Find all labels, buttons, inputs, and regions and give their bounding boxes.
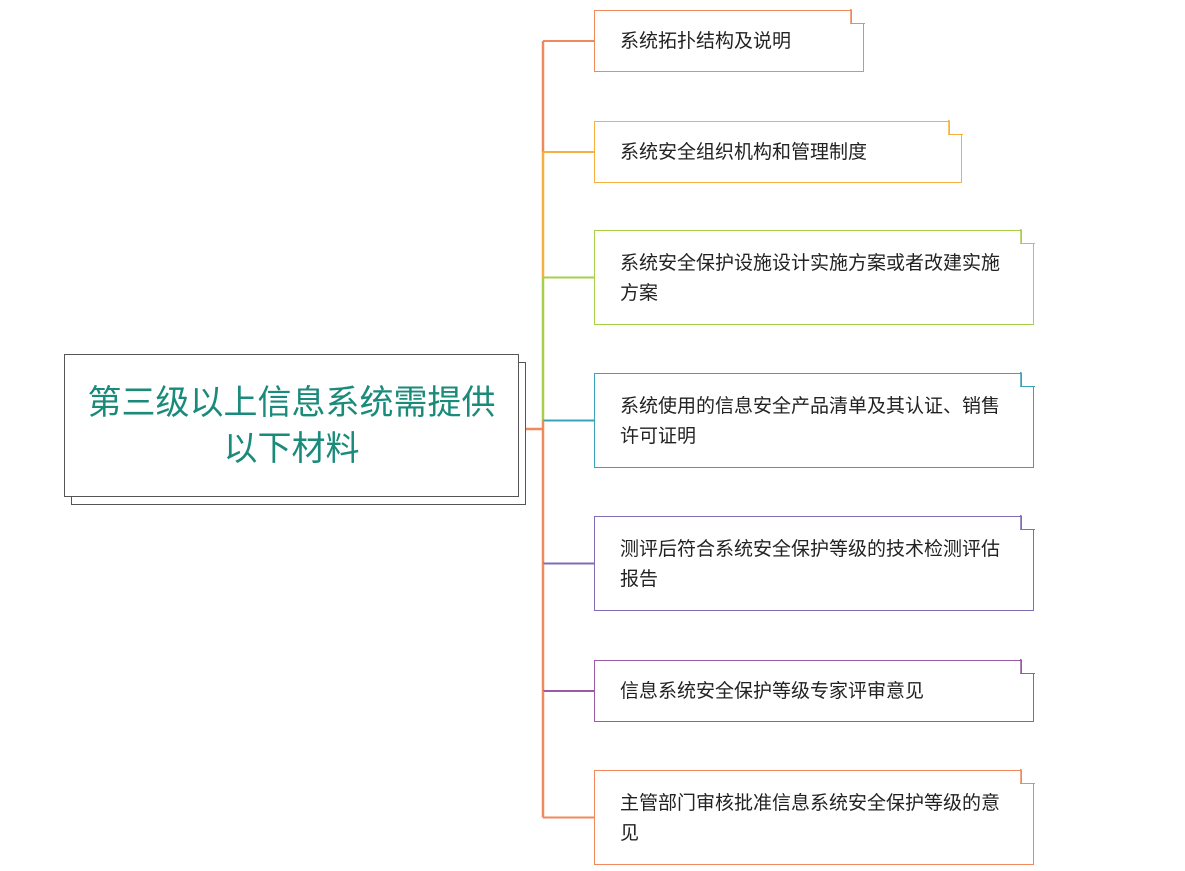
item-topology[interactable]: 系统拓扑结构及说明 — [594, 9, 865, 72]
item-design-plan[interactable]: 系统安全保护设施设计实施方案或者改建实施方案 — [594, 229, 1035, 325]
folded-corner-icon — [1020, 659, 1035, 674]
root-node[interactable]: 第三级以上信息系统需提供以下材料 — [64, 354, 519, 497]
item-label: 系统安全保护设施设计实施方案或者改建实施方案 — [620, 251, 1001, 304]
folded-corner-icon — [1020, 372, 1035, 387]
item-product-list[interactable]: 系统使用的信息安全产品清单及其认证、销售许可证明 — [594, 372, 1035, 468]
folded-corner-icon — [1020, 769, 1035, 784]
item-expert-review[interactable]: 信息系统安全保护等级专家评审意见 — [594, 659, 1035, 722]
item-organization[interactable]: 系统安全组织机构和管理制度 — [594, 120, 963, 183]
item-label: 系统拓扑结构及说明 — [620, 30, 792, 52]
folded-corner-icon — [1020, 515, 1035, 530]
item-label: 系统安全组织机构和管理制度 — [620, 141, 868, 163]
folded-corner-icon — [850, 9, 865, 24]
root-title: 第三级以上信息系统需提供以下材料 — [87, 382, 496, 469]
item-label: 系统使用的信息安全产品清单及其认证、销售许可证明 — [620, 394, 1001, 447]
item-label: 测评后符合系统安全保护等级的技术检测评估报告 — [620, 537, 1001, 590]
item-label: 信息系统安全保护等级专家评审意见 — [620, 680, 925, 702]
item-test-report[interactable]: 测评后符合系统安全保护等级的技术检测评估报告 — [594, 515, 1035, 611]
folded-corner-icon — [1020, 229, 1035, 244]
folded-corner-icon — [948, 120, 963, 135]
item-label: 主管部门审核批准信息系统安全保护等级的意见 — [620, 791, 1001, 844]
item-approval[interactable]: 主管部门审核批准信息系统安全保护等级的意见 — [594, 769, 1035, 865]
